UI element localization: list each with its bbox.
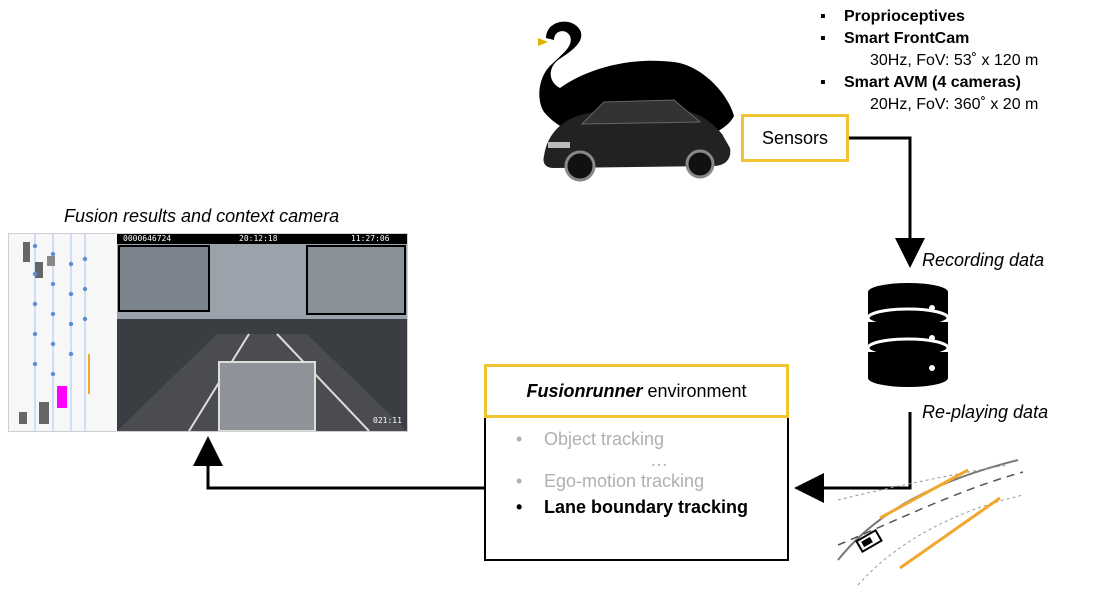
tracked-object-marker (57, 386, 67, 408)
replay-to-environment-arrow (794, 412, 912, 503)
sensor-item: ▪ Smart FrontCam (820, 30, 970, 47)
fusion-results-panel: 0000646724 20:12:18 11:27:06 021:11 (8, 233, 408, 432)
recording-data-label: Recording data (922, 250, 1045, 270)
environment-title-bold: Fusionrunner (526, 380, 643, 401)
sensor-item: ▪ Proprioceptives (820, 8, 965, 25)
swan-car-illustration (538, 21, 734, 182)
task-item: •Object tracking (516, 429, 665, 449)
sensors-label: Sensors (761, 127, 829, 148)
tracking-task-list: •Object tracking … •Ego-motion tracking … (516, 426, 774, 520)
database-icon (866, 283, 950, 387)
camera-id: 0000646724 (123, 234, 172, 243)
environment-title-rest: environment (642, 380, 747, 401)
camera-date: 20:12:18 (239, 234, 278, 243)
replaying-data-label: Re-playing data (922, 402, 1049, 422)
task-item-active: •Lane boundary tracking (516, 497, 749, 517)
sensors-to-recording-arrow (849, 136, 925, 268)
sensor-detail: 20Hz, FoV: 360˚ x 20 m (870, 96, 1039, 113)
camera-time: 11:27:06 (351, 234, 390, 243)
sensor-spec-list: ▪ Proprioceptives ▪ Smart FrontCam 30Hz,… (820, 6, 1039, 116)
task-ellipsis: … (650, 450, 668, 470)
sensors-box: Sensors (741, 114, 849, 162)
environment-to-fusion-arrow (193, 436, 484, 490)
camera-frame: 021:11 (373, 416, 402, 425)
fusion-caption: Fusion results and context camera (64, 206, 340, 226)
environment-title: Fusionrunner environment (484, 364, 789, 418)
fusion-screen-graphic (9, 234, 407, 431)
sensor-item: ▪ Smart AVM (4 cameras) (820, 74, 1021, 91)
task-item: •Ego-motion tracking (516, 471, 705, 491)
sensor-detail: 30Hz, FoV: 53˚ x 120 m (870, 52, 1039, 69)
lane-sketch (837, 459, 1024, 586)
